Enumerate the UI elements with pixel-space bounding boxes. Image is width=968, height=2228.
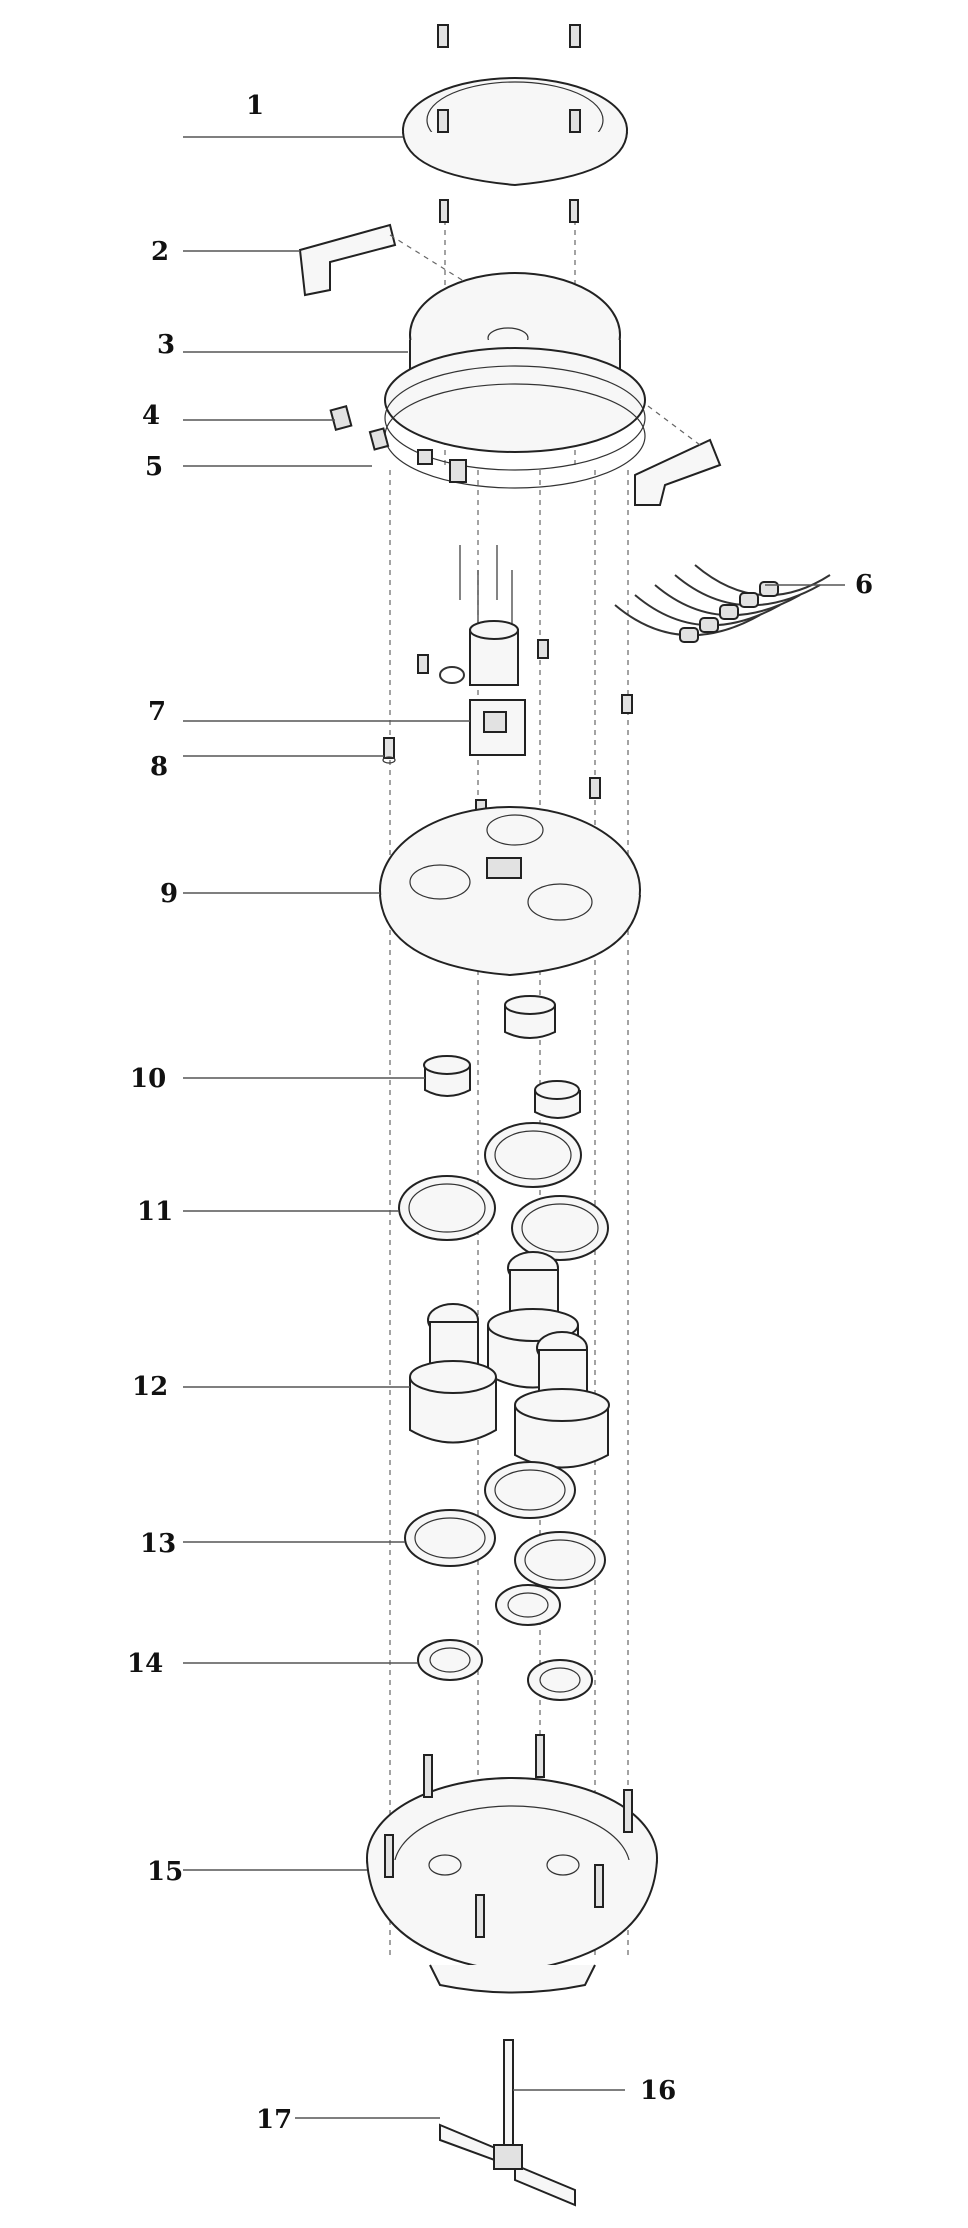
part-9-motor-plate <box>379 806 641 977</box>
part-13-lower-gaskets <box>404 1461 606 1589</box>
callout-6: 6 <box>855 570 873 600</box>
callout-17: 17 <box>256 2105 292 2135</box>
part-7-motor-assembly <box>417 545 633 756</box>
part-15-base <box>366 1734 658 1994</box>
part-14-grilles <box>417 1584 593 1701</box>
callout-13: 13 <box>140 1529 176 1559</box>
part-4-switch <box>329 405 353 431</box>
callout-5: 5 <box>145 452 163 482</box>
callout-4: 4 <box>142 401 160 431</box>
part-11-gaskets <box>398 1122 609 1261</box>
callout-10: 10 <box>130 1064 166 1094</box>
callout-7: 7 <box>148 697 166 727</box>
callout-11: 11 <box>137 1197 173 1227</box>
part-3-upper-housing <box>384 272 646 489</box>
callout-16: 16 <box>640 2076 676 2106</box>
callout-3: 3 <box>157 330 175 360</box>
callout-14: 14 <box>127 1649 163 1679</box>
callout-8: 8 <box>150 752 168 782</box>
part-17-blade <box>439 2123 576 2207</box>
part-12-vacuum-motors <box>409 1251 610 1469</box>
callout-2: 2 <box>151 237 169 267</box>
callout-9: 9 <box>160 879 178 909</box>
part-16-shaft <box>503 2039 514 2149</box>
part-5-switch <box>368 427 467 483</box>
part-6-wiring <box>614 564 831 643</box>
part-2-handles <box>298 223 722 506</box>
leader-lines <box>183 136 845 2119</box>
part-10-sleeves <box>423 995 581 1119</box>
callout-15: 15 <box>147 1857 183 1887</box>
part-1-top-cap <box>402 24 628 223</box>
callout-1: 1 <box>246 91 264 121</box>
callout-labels: 1 2 3 4 5 6 7 8 9 10 11 12 13 14 15 16 1… <box>127 91 873 2135</box>
callout-12: 12 <box>132 1372 168 1402</box>
